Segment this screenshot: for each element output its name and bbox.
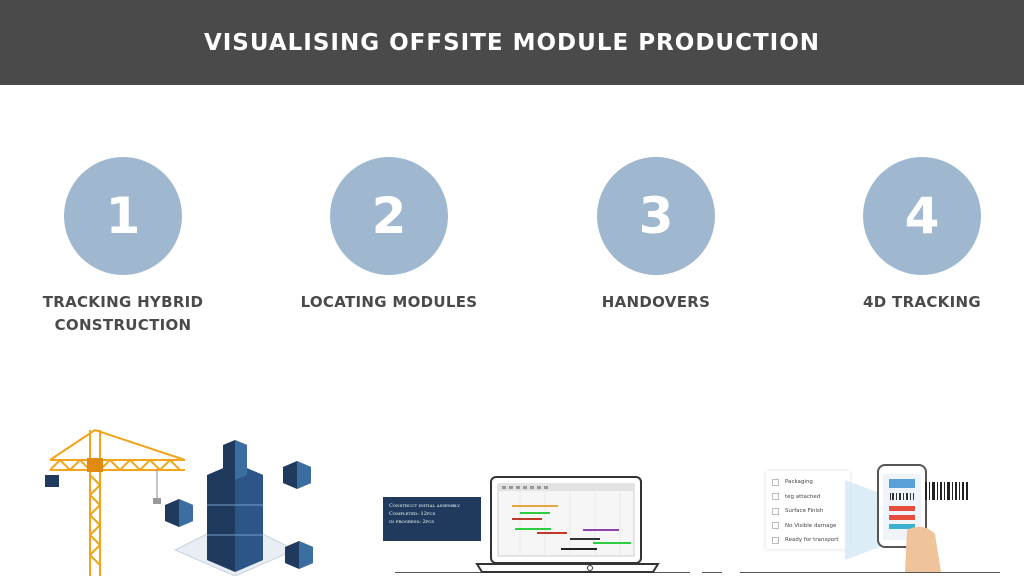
info-in-progress: in progress: 2pcs [389,519,435,525]
phone-scanner-illustration [845,464,968,572]
step-label-line2: CONSTRUCTION [54,316,192,334]
step-label-line1: 4D TRACKING [863,293,981,311]
checkbox [772,536,779,544]
step-label-line1: LOCATING MODULES [300,293,478,311]
step-label: TRACKING HYBRID CONSTRUCTION [23,291,223,337]
step-label-line1: HANDOVERS [601,293,711,311]
assembly-info-box: Construct initial assembly Completed: 12… [383,497,481,541]
step-number-circle: 3 [597,157,715,275]
checkbox [772,493,779,501]
checkbox [772,507,779,515]
step-2: 2 LOCATING MODULES [289,157,489,314]
checklist-item: No Visible damage [772,519,844,534]
floor-line [645,572,690,573]
laptop-gantt-illustration [475,476,660,573]
step-3: 3 HANDOVERS [556,157,756,314]
checklist-item: Packaging [772,475,844,490]
checklist-item: teg attached [772,490,844,505]
info-completed: Completed: 12pcs [389,511,436,517]
step-number-circle: 4 [863,157,981,275]
header-bar: VISUALISING OFFSITE MODULE PRODUCTION [0,0,1024,85]
checklist-item: Ready for transport [772,533,844,548]
modular-building-illustration [165,440,313,576]
checkbox [772,478,779,486]
step-4: 4 4D TRACKING [822,157,1022,314]
step-number-circle: 2 [330,157,448,275]
page-title: VISUALISING OFFSITE MODULE PRODUCTION [203,29,821,56]
checkbox [772,522,779,530]
checklist-item: Surface Finish [772,504,844,519]
inspection-checklist: Packaging teg attached Surface Finish No… [766,471,850,549]
crane-illustration [45,429,186,576]
step-label: HANDOVERS [556,291,756,314]
step-label: LOCATING MODULES [289,291,489,314]
step-label: 4D TRACKING [822,291,1022,314]
floor-line [702,572,722,573]
info-title: Construct initial assembly [389,503,461,509]
floor-line [740,572,1000,573]
step-1: 1 TRACKING HYBRID CONSTRUCTION [23,157,223,337]
step-number-circle: 1 [64,157,182,275]
step-label-line1: TRACKING HYBRID [42,293,204,311]
